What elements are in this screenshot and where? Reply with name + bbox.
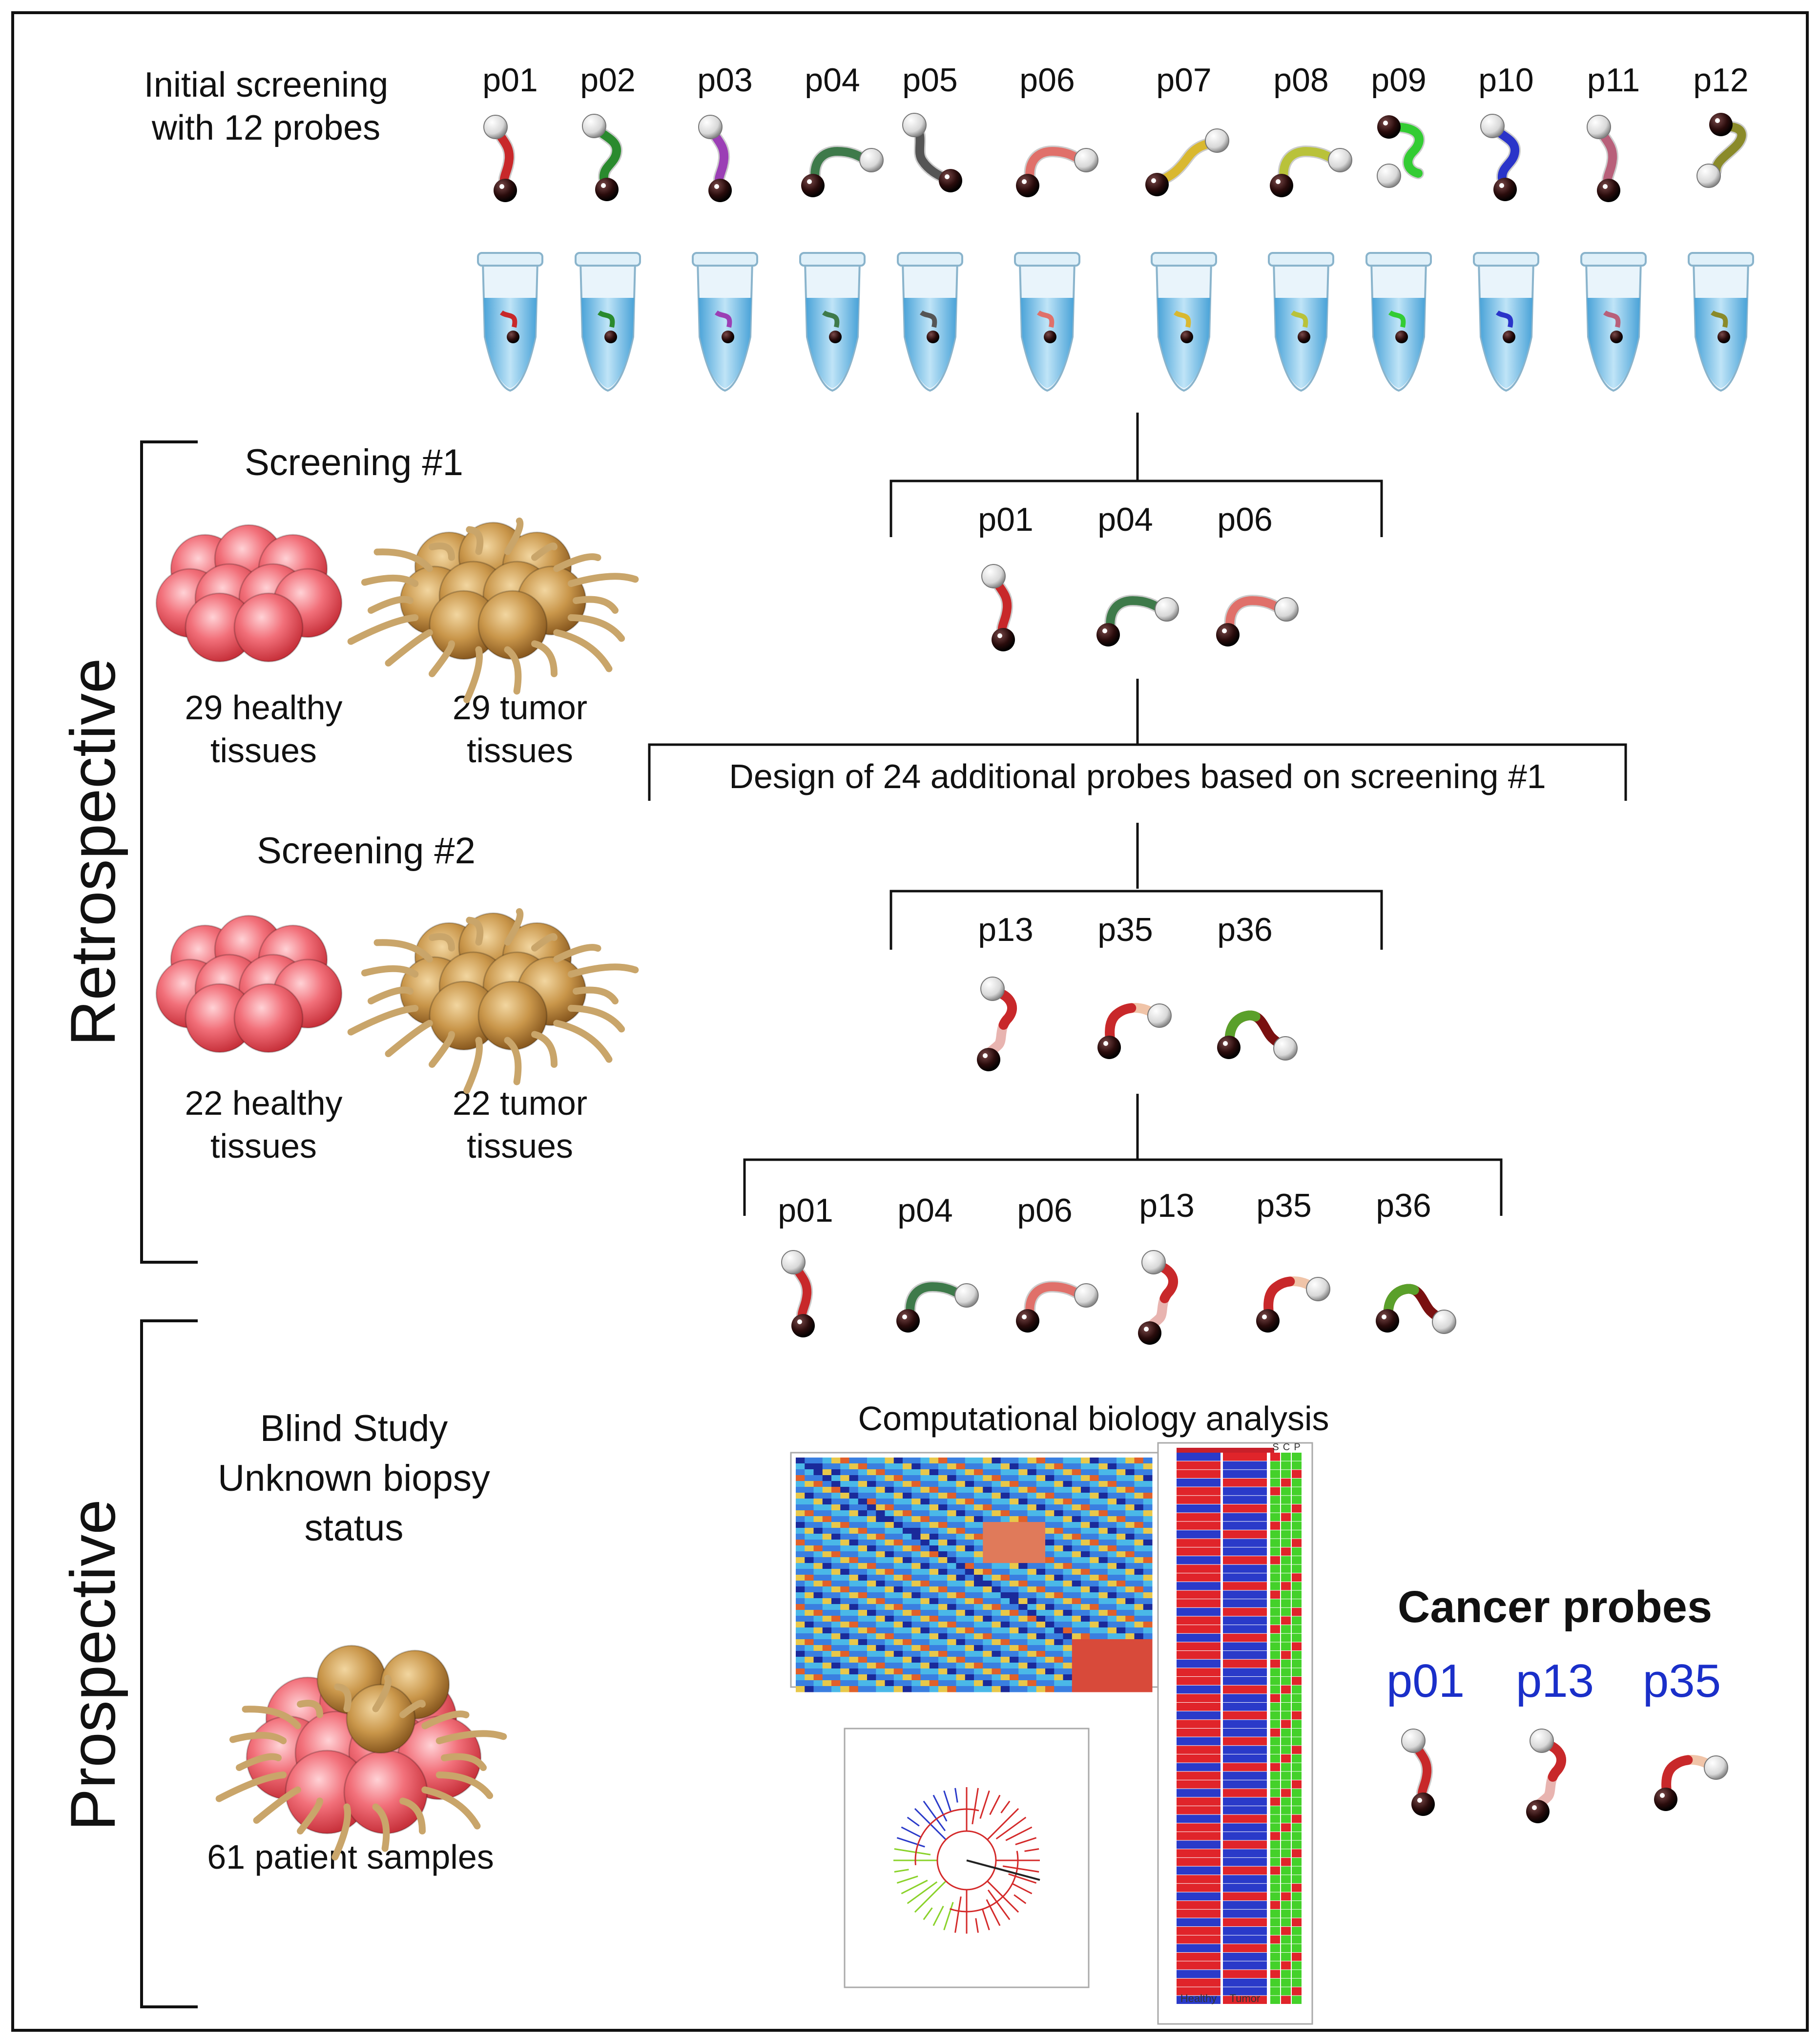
probe-p11-icon xyxy=(1587,115,1620,202)
screening1-probe-label-p01: p01 xyxy=(978,501,1034,538)
tube-p07-icon xyxy=(1151,252,1217,392)
screening2-probe-label-p13: p13 xyxy=(978,911,1034,948)
initial-probe-label-p07: p07 xyxy=(1156,62,1212,99)
screening1-probe-label-p06: p06 xyxy=(1217,501,1273,538)
initial-probe-label-p04: p04 xyxy=(805,62,860,99)
initial-probe-label-p10: p10 xyxy=(1478,62,1534,99)
tube-p08-icon xyxy=(1268,252,1334,392)
combined-probe-label-p13: p13 xyxy=(1139,1187,1195,1224)
screening2-probe-p13-icon xyxy=(977,977,1017,1071)
screening1-healthy: 29 healthy tissues xyxy=(185,688,343,770)
probe-p12-icon xyxy=(1696,113,1748,188)
screening1-title: Screening #1 xyxy=(245,442,463,483)
tube-p12-icon xyxy=(1688,252,1754,392)
tube-p05-icon xyxy=(897,252,963,392)
screening2-tumor: 22 tumor tissues xyxy=(452,1084,588,1165)
tube-p09-icon xyxy=(1365,252,1432,392)
cancer-probe-label-p13: p13 xyxy=(1515,1655,1594,1707)
probe-p10-icon xyxy=(1480,114,1521,201)
screening2-title: Screening #2 xyxy=(257,830,476,872)
initial-probe-label-p12: p12 xyxy=(1693,62,1749,99)
combined-probe-label-p35: p35 xyxy=(1256,1187,1312,1224)
probe-p05-icon xyxy=(902,113,962,192)
blind-study-text: Blind Study Unknown biopsy status xyxy=(218,1408,490,1549)
screening2-probe-label-p35: p35 xyxy=(1097,911,1153,948)
combined-probe-label-p04: p04 xyxy=(897,1192,953,1229)
combined-probe-label-p06: p06 xyxy=(1017,1192,1073,1229)
screening2-healthy: 22 healthy tissues xyxy=(185,1084,343,1165)
initial-probe-label-p03: p03 xyxy=(697,62,753,99)
initial-screening-title: Initial screening with 12 probes xyxy=(144,65,389,147)
screening2-probe-p36-icon xyxy=(1217,1010,1298,1061)
combined-probe-label-p01: p01 xyxy=(778,1192,833,1229)
tube-p04-icon xyxy=(799,252,866,392)
initial-probe-label-p05: p05 xyxy=(902,62,958,99)
tube-p01-icon xyxy=(477,252,543,392)
tube-p03-icon xyxy=(692,252,758,392)
screening1-probe-p04-icon xyxy=(1096,594,1179,646)
cancer-probe-label-p35: p35 xyxy=(1642,1655,1721,1707)
screening2-probe-p35-icon xyxy=(1097,1003,1172,1059)
combined-probe-label-p36: p36 xyxy=(1376,1187,1431,1224)
probe-p08-icon xyxy=(1270,145,1352,197)
cancer-probe-p01-icon xyxy=(1401,1729,1435,1816)
cancer-probe-label-p01: p01 xyxy=(1386,1655,1465,1707)
analysis-title: Computational biology analysis xyxy=(858,1399,1329,1438)
cancer-probe-p35-icon xyxy=(1654,1755,1728,1811)
probe-p09-icon xyxy=(1377,115,1425,188)
probe-p06-icon xyxy=(1016,145,1098,197)
tube-p06-icon xyxy=(1014,252,1080,392)
initial-probe-label-p02: p02 xyxy=(580,62,636,99)
tube-p11-icon xyxy=(1580,252,1647,392)
screening1-probe-label-p04: p04 xyxy=(1097,501,1153,538)
screening1-probe-p01-icon xyxy=(981,564,1015,651)
initial-probe-label-p06: p06 xyxy=(1019,62,1075,99)
probe-p03-icon xyxy=(698,115,732,202)
tube-p10-icon xyxy=(1473,252,1539,392)
combined-probe-p01-icon xyxy=(781,1250,815,1337)
screening1-probe-p06-icon xyxy=(1216,594,1299,646)
screening2-probe-label-p36: p36 xyxy=(1217,911,1273,948)
probe-p02-icon xyxy=(582,114,622,201)
initial-probe-label-p08: p08 xyxy=(1273,62,1329,99)
initial-probe-label-p01: p01 xyxy=(482,62,538,99)
cancer-probe-p13-icon xyxy=(1526,1729,1566,1823)
combined-probe-p06-icon xyxy=(1016,1280,1098,1333)
initial-probe-label-p09: p09 xyxy=(1371,62,1427,99)
initial-probe-label-p11: p11 xyxy=(1587,62,1640,99)
probe-p01-icon xyxy=(483,115,517,202)
screening1-tumor: 29 tumor tissues xyxy=(452,688,588,770)
combined-probe-p36-icon xyxy=(1376,1284,1456,1334)
probe-p04-icon xyxy=(801,145,884,197)
cancer-probes-title: Cancer probes xyxy=(1397,1582,1713,1632)
tube-p02-icon xyxy=(575,252,641,392)
combined-probe-p13-icon xyxy=(1138,1250,1178,1345)
combined-probe-p35-icon xyxy=(1256,1276,1330,1333)
probe-p07-icon xyxy=(1145,128,1229,196)
combined-probe-p04-icon xyxy=(896,1280,979,1333)
